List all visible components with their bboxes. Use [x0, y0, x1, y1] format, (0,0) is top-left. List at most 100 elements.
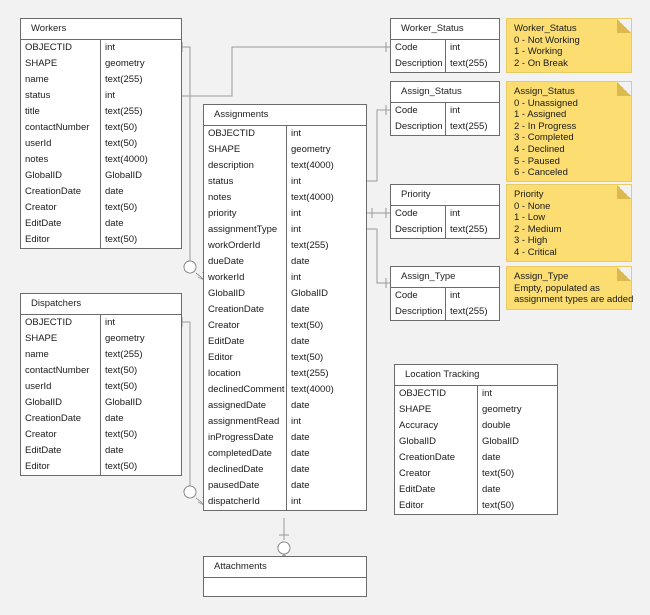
field-type: GlobalID [291, 288, 328, 299]
note-line: 2 - Medium [514, 223, 562, 235]
note-title: Assign_Status [514, 86, 575, 97]
field-type: text(50) [105, 202, 138, 213]
note-line: 3 - High [514, 235, 548, 247]
field-type: date [291, 480, 310, 491]
field-name: CreationDate [21, 411, 101, 427]
note-worker-status[interactable]: Worker_Status 0 - Not Working 1 - Workin… [506, 18, 632, 73]
field-type: int [291, 176, 302, 187]
field-name: assignedDate [204, 398, 287, 414]
field-type: text(255) [450, 306, 488, 317]
note-assign-status[interactable]: Assign_Status 0 - Unassigned 1 - Assigne… [506, 81, 632, 182]
note-line: 5 - Paused [514, 155, 560, 167]
field-type: text(50) [482, 500, 515, 511]
field-name: userId [21, 379, 101, 395]
field-name: SHAPE [204, 142, 287, 158]
field-name: Creator [21, 427, 101, 443]
field-type: date [291, 464, 310, 475]
field-name: OBJECTID [21, 315, 101, 331]
field-name: notes [21, 152, 101, 168]
field-name: CreationDate [204, 302, 287, 318]
field-name: EditDate [204, 334, 287, 350]
field-type: int [450, 42, 461, 53]
note-line: 0 - Unassigned [514, 97, 578, 109]
field-type: int [105, 42, 116, 53]
field-type: text(50) [105, 234, 138, 245]
field-type: GlobalID [105, 397, 142, 408]
field-name: GlobalID [21, 395, 101, 411]
field-name: declinedDate [204, 462, 287, 478]
note-line: 1 - Low [514, 212, 546, 224]
field-name: workOrderId [204, 238, 287, 254]
note-assign-type[interactable]: Assign_Type Empty, populated as assignme… [506, 266, 633, 310]
field-name: OBJECTID [204, 126, 287, 142]
note-line: 4 - Critical [514, 246, 557, 258]
field-type: text(4000) [105, 154, 148, 165]
table-attachments[interactable]: Attachments [203, 556, 367, 597]
field-type: date [291, 448, 310, 459]
field-type: date [291, 256, 310, 267]
field-type: text(255) [105, 349, 143, 360]
field-name: notes [204, 190, 287, 206]
field-name: description [204, 158, 287, 174]
field-name: inProgressDate [204, 430, 287, 446]
field-type: geometry [105, 333, 145, 344]
field-type: int [450, 105, 461, 116]
field-name: OBJECTID [21, 40, 101, 56]
field-name: GlobalID [204, 286, 287, 302]
field-type: text(255) [450, 121, 488, 132]
field-type: text(255) [450, 224, 488, 235]
field-name: Creator [21, 200, 101, 216]
field-name: dueDate [204, 254, 287, 270]
field-name: Code [391, 40, 446, 56]
field-type: int [291, 128, 302, 139]
field-type: GlobalID [482, 436, 519, 447]
note-line: 4 - Declined [514, 143, 565, 155]
field-name: Creator [395, 466, 478, 482]
field-type: GlobalID [105, 170, 142, 181]
table-row: dueDate date [204, 254, 366, 270]
field-name: dispatcherId [204, 494, 287, 510]
field-name: userId [21, 136, 101, 152]
field-name: location [204, 366, 287, 382]
table-row: GlobalID GlobalID [204, 286, 366, 302]
note-priority[interactable]: Priority 0 - None 1 - Low 2 - Medium 3 -… [506, 184, 632, 262]
field-name: EditDate [21, 443, 101, 459]
